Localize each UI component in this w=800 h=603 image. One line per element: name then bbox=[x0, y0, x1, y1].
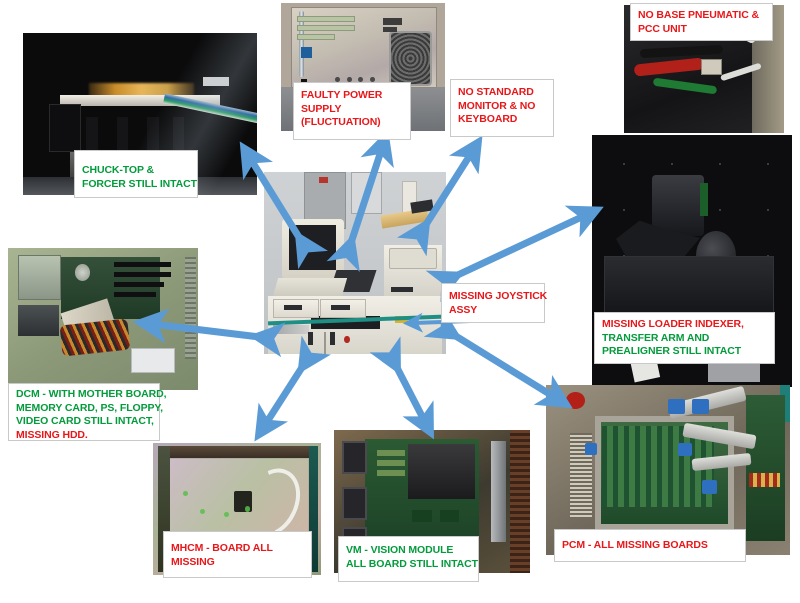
callout-line: ALL BOARD STILL INTACT bbox=[346, 557, 478, 570]
callout-line: PCC UNIT bbox=[638, 22, 687, 35]
callout-line: MISSING bbox=[171, 555, 215, 568]
callout-line: NO BASE PNEUMATIC & bbox=[638, 9, 759, 21]
callout-line: MISSING HDD. bbox=[16, 428, 88, 441]
callout-line: NO STANDARD bbox=[458, 86, 534, 98]
callout-pcm: PCM - ALL MISSING BOARDS bbox=[554, 529, 746, 562]
callout-line: MISSING LOADER INDEXER, bbox=[602, 318, 744, 330]
callout-line: VIDEO CARD STILL INTACT, bbox=[16, 415, 154, 427]
callout-missing-joystick: MISSING JOYSTICK ASSY bbox=[441, 283, 548, 323]
callout-line: KEYBOARD bbox=[458, 113, 518, 125]
photo-dcm bbox=[8, 248, 198, 390]
arrow-main-to-mhcm bbox=[254, 335, 332, 442]
callout-line: PREALIGNER STILL INTACT bbox=[602, 345, 742, 357]
callout-chuck-top: CHUCK-TOP & FORCER STILL INTACT bbox=[74, 150, 198, 198]
arrow-main-to-vm bbox=[369, 336, 434, 440]
callout-line: MONITOR & NO bbox=[458, 99, 536, 112]
callout-line: DCM - WITH MOTHER BOARD, bbox=[16, 388, 167, 400]
callout-line: CHUCK-TOP & bbox=[82, 164, 155, 176]
callout-no-base-pneumatic: NO BASE PNEUMATIC & PCC UNIT bbox=[630, 3, 773, 41]
callout-vm: VM - VISION MODULE ALL BOARD STILL INTAC… bbox=[338, 536, 479, 582]
photo-main-machine bbox=[264, 172, 446, 354]
callout-mhcm: MHCM - BOARD ALL MISSING bbox=[163, 531, 312, 578]
callout-line: FORCER STILL INTACT bbox=[82, 177, 197, 190]
callout-faulty-power-supply: FAULTY POWER SUPPLY (FLUCTUATION) bbox=[293, 82, 411, 140]
callout-dcm: DCM - WITH MOTHER BOARD, MEMORY CARD, PS… bbox=[8, 383, 167, 441]
photo-pcm bbox=[546, 385, 790, 555]
photo-vm bbox=[334, 430, 530, 573]
callout-line: MISSING JOYSTICK bbox=[449, 290, 548, 302]
callout-line: (FLUCTUATION) bbox=[301, 116, 381, 128]
callout-line: VM - VISION MODULE bbox=[346, 544, 454, 556]
callout-line: MEMORY CARD, PS, FLOPPY, bbox=[16, 401, 163, 414]
arrow-main-to-loader bbox=[425, 205, 604, 303]
callout-missing-loader-indexer: MISSING LOADER INDEXER, TRANSFER ARM AND… bbox=[594, 312, 775, 364]
callout-line: ASSY bbox=[449, 303, 478, 316]
callout-line: FAULTY POWER bbox=[301, 89, 383, 101]
callout-line: MHCM - BOARD ALL bbox=[171, 542, 273, 554]
callout-no-standard-monitor: NO STANDARD MONITOR & NO KEYBOARD bbox=[450, 79, 554, 137]
callout-line: TRANSFER ARM AND bbox=[602, 331, 710, 344]
callout-line: PCM - ALL MISSING BOARDS bbox=[562, 539, 708, 551]
arrow-main-to-pcm bbox=[423, 307, 573, 409]
callout-line: SUPPLY bbox=[301, 102, 342, 115]
